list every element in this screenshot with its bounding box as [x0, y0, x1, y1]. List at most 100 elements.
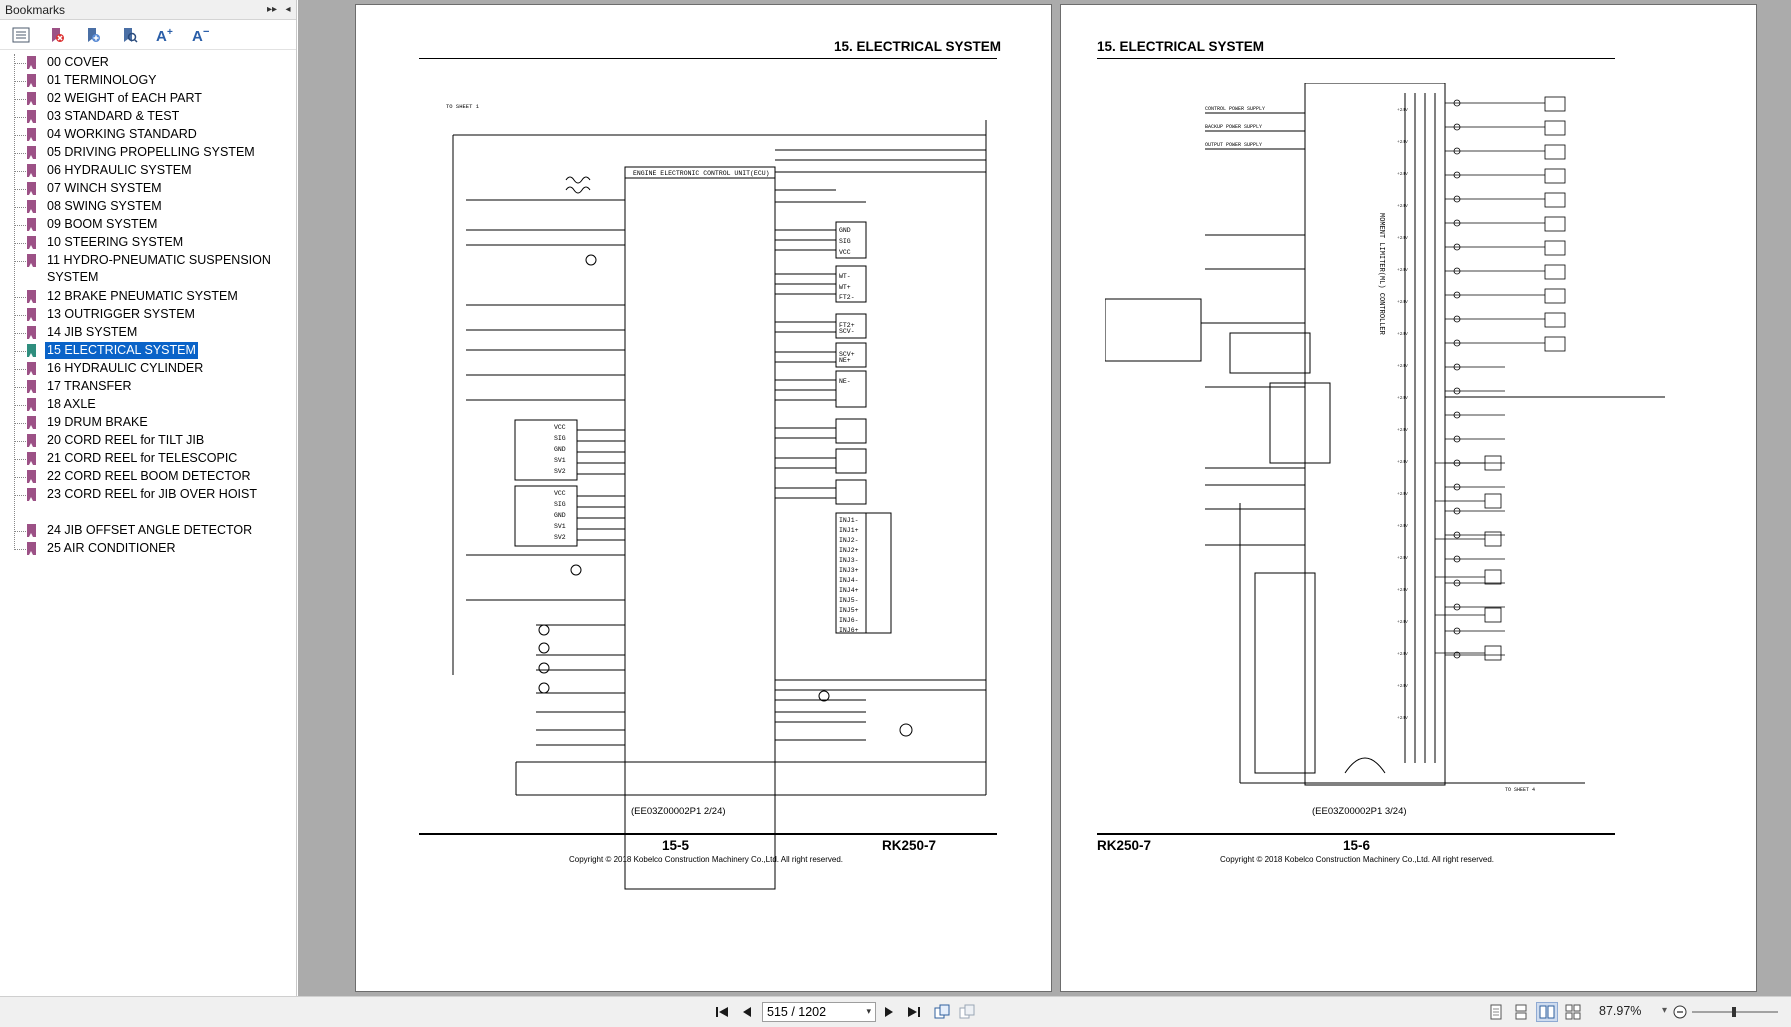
bookmark-icon	[27, 92, 36, 105]
bookmark-icon	[27, 110, 36, 123]
tree-connector-tick	[14, 99, 26, 100]
bookmark-icon	[27, 380, 36, 393]
sensor-pin-label: SIG	[554, 435, 566, 442]
bookmark-item[interactable]: 22 CORD REEL BOOM DETECTOR	[0, 468, 296, 486]
svg-text:A: A	[156, 28, 167, 44]
page-dropdown-icon[interactable]: ▾	[866, 1006, 871, 1016]
bookmark-item[interactable]: 05 DRIVING PROPELLING SYSTEM	[0, 144, 296, 162]
zoom-slider[interactable]	[1690, 1003, 1780, 1021]
bookmark-options-icon[interactable]	[8, 24, 34, 46]
expand-text-icon[interactable]: A+	[152, 24, 178, 46]
header-rule	[419, 58, 997, 59]
zoom-slider-track	[1692, 1007, 1778, 1017]
ecu-wiring-diagram: TO SHEET 1 ENGINE ELECTRONIC CONTROL UNI…	[446, 103, 987, 890]
bookmark-item[interactable]: 01 TERMINOLOGY	[0, 72, 296, 90]
document-area[interactable]: 15. ELECTRICAL SYSTEM	[298, 0, 1791, 996]
zoom-out-icon	[1673, 1005, 1687, 1019]
bookmark-label: 12 BRAKE PNEUMATIC SYSTEM	[47, 289, 238, 303]
bookmark-icon	[27, 398, 36, 411]
find-bookmark-icon[interactable]	[116, 24, 142, 46]
bookmark-item[interactable]: 02 WEIGHT of EACH PART	[0, 90, 296, 108]
bookmark-label: 15 ELECTRICAL SYSTEM	[45, 342, 198, 359]
connector-pin-label: FT2+	[839, 322, 855, 329]
zoom-out-button[interactable]	[1672, 1003, 1688, 1021]
bookmark-item[interactable]: 19 DRUM BRAKE	[0, 414, 296, 432]
bookmark-label: 20 CORD REEL for TILT JIB	[47, 433, 205, 447]
bookmark-label: 18 AXLE	[47, 397, 96, 411]
shrink-text-icon[interactable]: A−	[188, 24, 214, 46]
bookmark-icon	[27, 326, 36, 339]
previous-page-button[interactable]	[738, 1003, 756, 1021]
bookmark-item[interactable]: 00 COVER	[0, 54, 296, 72]
two-page-view-button[interactable]	[1536, 1002, 1558, 1022]
bookmark-item[interactable]: 04 WORKING STANDARD	[0, 126, 296, 144]
model-name: RK250-7	[882, 838, 937, 853]
bookmarks-title: Bookmarks	[5, 2, 66, 17]
new-bookmark-icon[interactable]	[80, 24, 106, 46]
bookmark-label: 16 HYDRAULIC CYLINDER	[47, 361, 204, 375]
bookmark-item[interactable]: 25 AIR CONDITIONER	[0, 540, 296, 558]
panel-options-button[interactable]: ▸▸	[266, 4, 278, 15]
bookmark-label: 22 CORD REEL BOOM DETECTOR	[47, 469, 251, 483]
voltage-label: +24V	[1397, 267, 1408, 273]
tree-connector-tick	[14, 549, 26, 550]
next-view-button[interactable]	[957, 1003, 977, 1021]
continuous-view-button[interactable]	[1513, 1003, 1529, 1021]
bookmark-icon	[27, 452, 36, 465]
tree-connector-tick	[14, 495, 26, 496]
sensor-pin-label: GND	[554, 446, 566, 453]
single-page-icon	[1490, 1004, 1502, 1020]
bookmark-item[interactable]: 20 CORD REEL for TILT JIB	[0, 432, 296, 450]
page-number-input[interactable]: 515 / 1202 ▾	[762, 1002, 876, 1022]
delete-bookmark-icon[interactable]	[44, 24, 70, 46]
footer-rule	[1097, 833, 1615, 835]
bookmark-item[interactable]: 21 CORD REEL for TELESCOPIC	[0, 450, 296, 468]
bookmark-item[interactable]: 13 OUTRIGGER SYSTEM	[0, 306, 296, 324]
bookmark-item[interactable]: 12 BRAKE PNEUMATIC SYSTEM	[0, 288, 296, 306]
bookmark-item[interactable]: 10 STEERING SYSTEM	[0, 234, 296, 252]
figure-id: (EE03Z00002P1 2/24)	[631, 806, 726, 817]
two-page-icon	[1539, 1005, 1555, 1019]
voltage-label: +24V	[1397, 619, 1408, 625]
bookmark-label: 08 SWING SYSTEM	[47, 199, 162, 213]
bookmark-item[interactable]: 24 JIB OFFSET ANGLE DETECTOR	[0, 522, 296, 540]
next-page-button[interactable]	[880, 1003, 898, 1021]
tree-connector-tick	[14, 315, 26, 316]
first-page-button[interactable]	[713, 1003, 731, 1021]
bookmark-icon	[27, 218, 36, 231]
bookmark-label: 00 COVER	[47, 55, 109, 69]
ecu-title: ENGINE ELECTRONIC CONTROL UNIT(ECU)	[633, 170, 770, 177]
tree-connector-tick	[14, 135, 26, 136]
bookmark-item[interactable]: 09 BOOM SYSTEM	[0, 216, 296, 234]
bookmark-item[interactable]: 11 HYDRO-PNEUMATIC SUSPENSION SYSTEM	[0, 252, 296, 288]
bookmark-item[interactable]: 06 HYDRAULIC SYSTEM	[0, 162, 296, 180]
collapse-panel-button[interactable]: ◂	[285, 4, 291, 15]
bookmark-item[interactable]: 15 ELECTRICAL SYSTEM	[0, 342, 296, 360]
zoom-value[interactable]: 87.97%	[1599, 1004, 1642, 1018]
injector-pin-label: INJ2+	[839, 547, 859, 554]
bookmark-item[interactable]: 03 STANDARD & TEST	[0, 108, 296, 126]
bookmark-item[interactable]: 07 WINCH SYSTEM	[0, 180, 296, 198]
bookmark-item[interactable]: 08 SWING SYSTEM	[0, 198, 296, 216]
bookmark-item[interactable]: 16 HYDRAULIC CYLINDER	[0, 360, 296, 378]
tree-connector-tick	[14, 63, 26, 64]
voltage-label: +24V	[1397, 331, 1408, 337]
zoom-dropdown-icon[interactable]: ▾	[1662, 1005, 1668, 1016]
page-number: 15-5	[662, 838, 690, 853]
bookmark-item[interactable]: 18 AXLE	[0, 396, 296, 414]
bookmark-icon	[27, 344, 36, 357]
voltage-label: +24V	[1397, 651, 1408, 657]
bookmark-icon	[27, 416, 36, 429]
bookmark-item[interactable]: 23 CORD REEL for JIB OVER HOIST	[0, 486, 296, 522]
two-page-scroll-button[interactable]	[1564, 1003, 1582, 1021]
voltage-label: +24V	[1397, 683, 1408, 689]
single-page-view-button[interactable]	[1488, 1003, 1504, 1021]
bookmark-icon	[27, 434, 36, 447]
previous-view-button[interactable]	[932, 1003, 952, 1021]
bookmark-item[interactable]: 17 TRANSFER	[0, 378, 296, 396]
bookmark-item[interactable]: 14 JIB SYSTEM	[0, 324, 296, 342]
last-page-button[interactable]	[905, 1003, 923, 1021]
figure-id: (EE03Z00002P1 3/24)	[1312, 806, 1407, 817]
